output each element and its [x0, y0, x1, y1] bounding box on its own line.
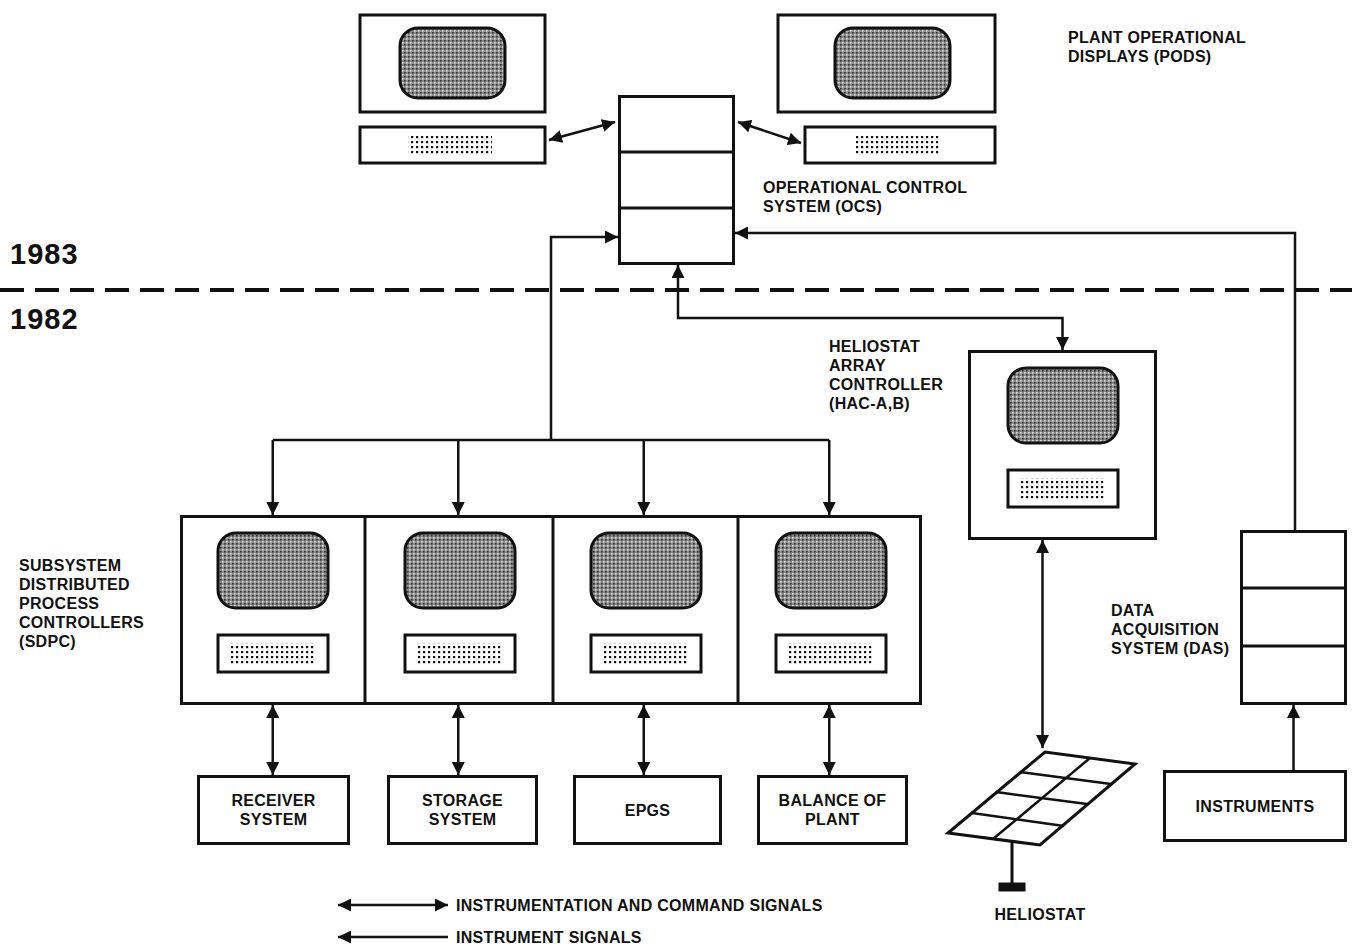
- connector-line: [457, 440, 460, 515]
- connector-line: [272, 705, 275, 775]
- connector-line: [828, 705, 831, 775]
- year-label: 1983: [10, 238, 100, 270]
- node-heading: HELIOSTAT: [940, 905, 1140, 924]
- connector-line: [1041, 540, 1044, 748]
- connector: [1293, 705, 1294, 770]
- legend-text: INSTRUMENT SIGNALS: [456, 928, 642, 947]
- node-heading: SUBSYSTEM DISTRIBUTED PROCESS CONTROLLER…: [19, 556, 171, 651]
- year-label: 1982: [10, 303, 100, 335]
- connector-line: [1292, 705, 1295, 770]
- hac-box: HELIOSTAT ARRAY CONTROLLER (HAC-A,B): [968, 350, 1157, 540]
- connector-line: [457, 705, 460, 775]
- das-stack: [1240, 588, 1347, 646]
- connector: [735, 233, 1295, 530]
- node-heading: OPERATIONAL CONTROL SYSTEM (OCS): [763, 178, 998, 216]
- heliostat-drawing: [948, 752, 1135, 890]
- box-label: INSTRUMENTS: [1172, 797, 1338, 816]
- subsystem-box: EPGS: [573, 775, 722, 845]
- connector: [1042, 540, 1043, 748]
- node-heading: DATA ACQUISITION SYSTEM (DAS): [1111, 601, 1237, 658]
- display-caption: PLANT OPERATIONAL DISPLAYS (PODS): [1068, 28, 1293, 66]
- sdpc-monitors: [218, 515, 886, 705]
- connector: [273, 237, 830, 515]
- sdpc-group: SUBSYSTEM DISTRIBUTED PROCESS CONTROLLER…: [180, 515, 922, 705]
- connector-line: [272, 440, 275, 515]
- box-label: RECEIVER SYSTEM: [206, 791, 341, 829]
- instruments-box: INSTRUMENTS: [1163, 770, 1347, 842]
- pods-monitor: [778, 15, 995, 163]
- connector: [272, 705, 273, 775]
- connector-line: [735, 233, 1295, 530]
- ocs-box: OPERATIONAL CONTROL SYSTEM (OCS): [618, 95, 735, 265]
- connector-line: [828, 440, 831, 515]
- connector-line: [678, 265, 1063, 350]
- subsystem-box: BALANCE OF PLANT: [757, 775, 908, 845]
- connector-line: [643, 705, 646, 775]
- subsystem-box: STORAGE SYSTEM: [387, 775, 538, 845]
- node-heading: HELIOSTAT ARRAY CONTROLLER (HAC-A,B): [829, 337, 965, 413]
- connector: [458, 705, 459, 775]
- connector: [829, 705, 830, 775]
- das-stack-box: DATA ACQUISITION SYSTEM (DAS): [1240, 530, 1347, 705]
- connector: [678, 265, 1063, 350]
- box-label: STORAGE SYSTEM: [396, 791, 529, 829]
- connector: [643, 705, 644, 775]
- box-label: EPGS: [582, 801, 713, 820]
- box-label: BALANCE OF PLANT: [766, 791, 899, 829]
- legend-text: INSTRUMENTATION AND COMMAND SIGNALS: [456, 896, 823, 915]
- hac-monitor: [1008, 368, 1118, 507]
- subsystem-box: RECEIVER SYSTEM: [197, 775, 350, 845]
- ocs-stack: [618, 152, 735, 208]
- connector-line: [273, 439, 830, 442]
- heliostat: HELIOSTAT: [940, 748, 1140, 924]
- pods-monitor: [360, 15, 545, 163]
- legend-sample: [338, 905, 448, 937]
- pods-link: [549, 122, 801, 143]
- year-divider: [0, 288, 1352, 292]
- connector-line: [551, 237, 618, 440]
- connector-line: [643, 440, 646, 515]
